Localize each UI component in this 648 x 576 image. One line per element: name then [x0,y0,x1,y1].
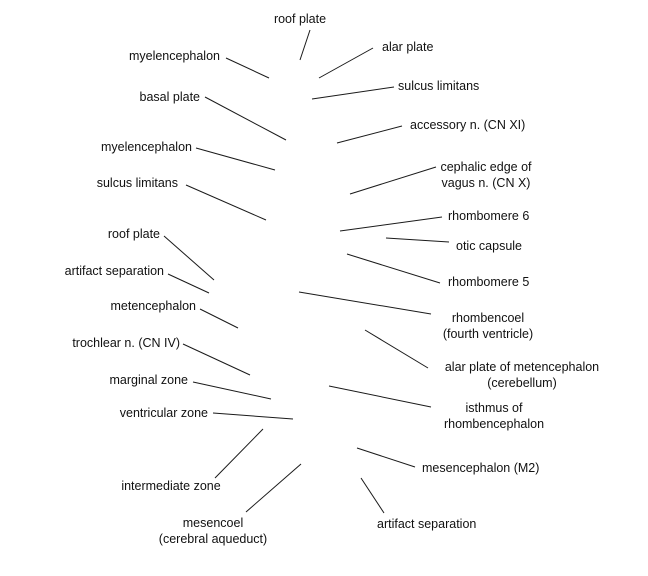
leader-myelencephalon-mid [195,147,276,171]
leader-rhombomere-5 [346,253,441,284]
label-isthmus-line2: rhombencephalon [443,417,545,431]
label-myelencephalon-top: myelencephalon [128,49,220,63]
leader-mesencephalon-m2 [356,447,416,468]
label-roof-plate-top: roof plate [273,12,327,26]
label-metencephalon: metencephalon [110,299,196,313]
label-mesencoel-line1: mesencoel [182,516,244,530]
label-marginal-zone: marginal zone [109,373,188,387]
leader-alar-plate-metencephalon [364,329,429,369]
label-mesencoel: mesencoel (cerebral aqueduct) [146,515,280,547]
leader-rhombencoel [298,291,432,315]
label-cephalic-edge-vagus: cephalic edge of vagus n. (CN X) [424,159,548,191]
label-artifact-separation-left: artifact separation [64,264,164,278]
label-myelencephalon-mid: myelencephalon [100,140,192,154]
leader-mesencoel [245,463,302,513]
label-ventricular-zone: ventricular zone [119,406,208,420]
label-basal-plate: basal plate [139,90,200,104]
leader-alar-plate [318,47,374,79]
label-alar-plate-metencephalon: alar plate of metencephalon (cerebellum) [424,359,620,391]
leader-ventricular-zone [212,412,294,420]
label-rhombencoel-line2: (fourth ventricle) [442,327,534,341]
label-accessory-n: accessory n. (CN XI) [410,118,526,132]
label-rhombencoel-line1: rhombencoel [451,311,525,325]
leader-marginal-zone [192,381,272,400]
leader-sulcus-limitans-left [185,184,267,221]
leader-otic-capsule [385,237,450,243]
label-isthmus: isthmus of rhombencephalon [426,400,562,432]
label-cephalic-edge-line1: cephalic edge of [440,160,532,174]
label-alar-plate: alar plate [382,40,434,54]
label-mesencoel-line2: (cerebral aqueduct) [158,532,268,546]
leader-accessory-n [336,125,403,144]
label-rhombomere-6: rhombomere 6 [448,209,530,223]
label-mesencephalon-m2: mesencephalon (M2) [422,461,540,475]
leader-artifact-separation-left [167,273,210,294]
label-intermediate-zone: intermediate zone [121,479,221,493]
label-sulcus-limitans-right: sulcus limitans [398,79,480,93]
leader-myelencephalon-top [225,57,270,79]
label-alar-plate-met-line1: alar plate of metencephalon [444,360,600,374]
label-otic-capsule: otic capsule [456,239,523,253]
label-roof-plate-left: roof plate [107,227,160,241]
label-artifact-separation-right: artifact separation [377,517,477,531]
leader-isthmus [328,385,432,408]
leader-roof-plate-left [163,235,215,281]
label-sulcus-limitans-left: sulcus limitans [96,176,178,190]
leader-roof-plate-top [299,29,311,61]
leader-rhombomere-6 [339,216,443,232]
leader-sulcus-limitans-right [311,86,395,100]
leader-metencephalon [199,308,239,329]
label-rhombomere-5: rhombomere 5 [448,275,530,289]
leader-cephalic-edge-vagus [349,166,437,195]
leader-intermediate-zone [214,428,264,479]
leader-basal-plate [204,96,287,141]
label-cephalic-edge-line2: vagus n. (CN X) [441,176,531,190]
label-trochlear-n: trochlear n. (CN IV) [72,336,180,350]
label-isthmus-line1: isthmus of [465,401,523,415]
label-rhombencoel: rhombencoel (fourth ventricle) [430,310,546,342]
label-alar-plate-met-line2: (cerebellum) [487,376,557,390]
leader-trochlear-n [182,343,251,376]
leader-artifact-separation-right [360,477,385,514]
